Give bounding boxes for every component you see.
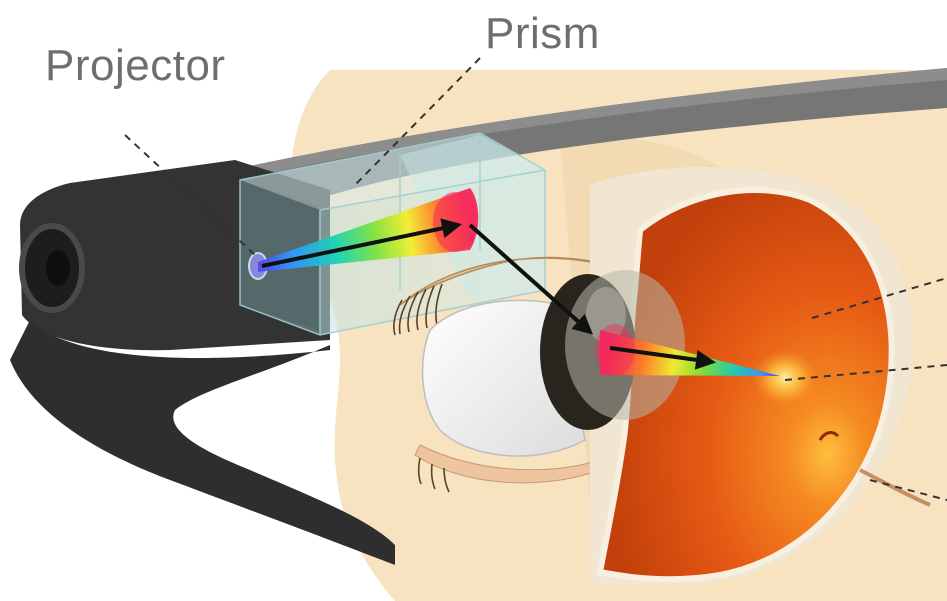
leader-optic-nerve [869,479,947,501]
light-beam-hotspot [433,192,477,252]
prism-top-face [240,133,545,210]
arrow-projector-to-prism [261,218,462,268]
eye-retina [596,187,895,583]
glass-button-inner [46,250,70,286]
optic-nerve [859,468,931,507]
leader-prism [354,57,481,186]
leader-projector [124,134,256,256]
leader-fovea [784,364,947,381]
glass-temple-arm-top [240,68,947,176]
arrow-prism-to-pupil [468,223,593,335]
arrow-pupil-to-retina [609,346,716,370]
glass-frame-lower-arm [10,320,395,565]
label-prism: Prism [485,9,600,58]
leader-retina [811,277,947,319]
eye-cornea-highlight [586,287,626,343]
eyelashes [393,283,450,493]
light-beam-projector [258,188,479,272]
label-projector: Projector [45,41,226,90]
light-path-arrows [261,218,716,370]
blood-vessel [818,431,840,441]
fovea [753,350,817,406]
leader-lines [124,57,947,501]
light-beam-eye [600,330,780,376]
